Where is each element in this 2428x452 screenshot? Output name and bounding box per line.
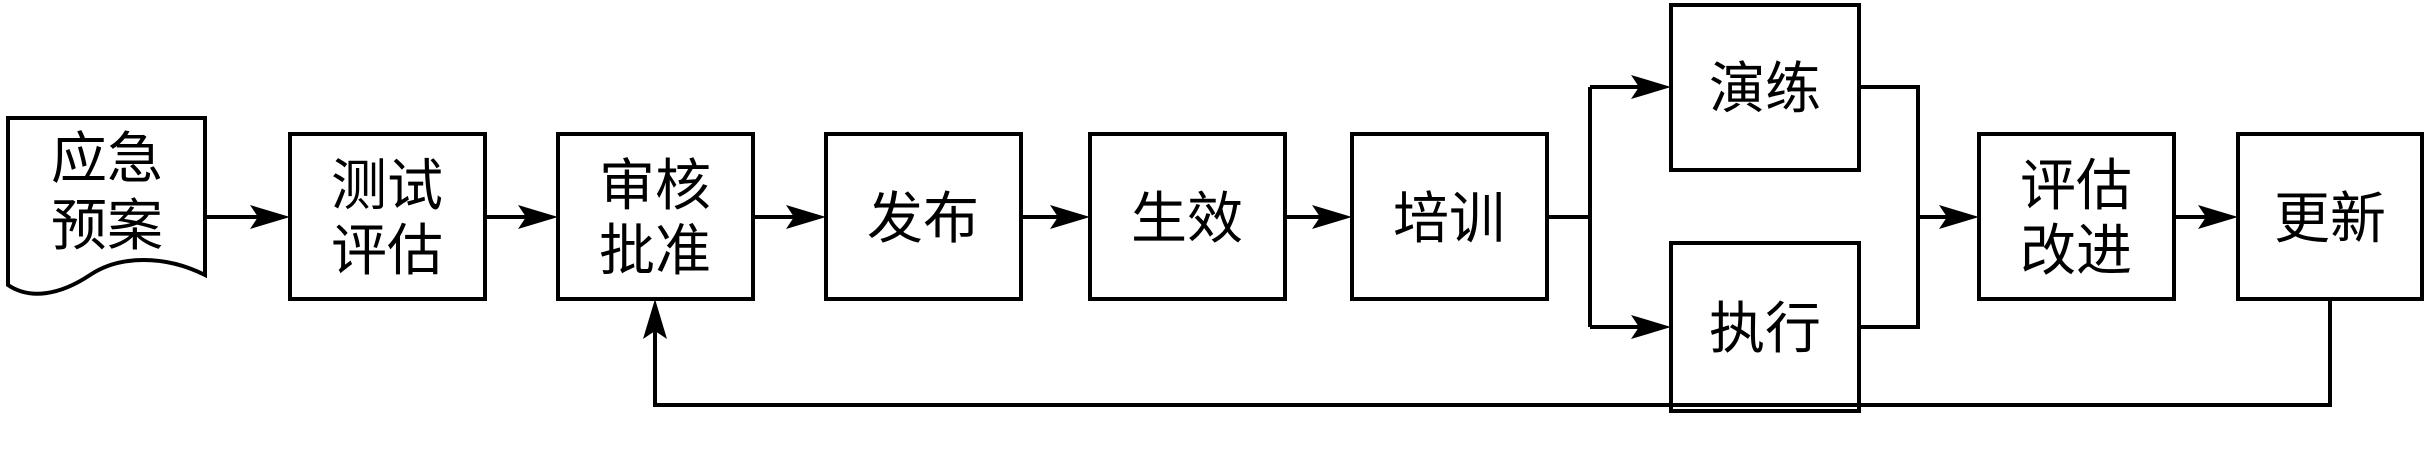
node-test: 测试 评估 [288,132,487,301]
node-update-label: 更新 [2274,187,2386,252]
node-training: 培训 [1350,132,1549,301]
edge-publish-to-effective [1021,205,1090,229]
node-execute: 执行 [1669,241,1861,413]
node-approve: 审核 批准 [556,132,755,301]
node-evaluate-label-line1: 评估 [2020,154,2132,219]
node-drill: 演练 [1669,3,1861,172]
node-approve-label-line2: 批准 [599,219,711,284]
node-test-label-line2: 评估 [331,219,443,284]
node-test-label-line1: 测试 [331,154,443,219]
edge-approve-to-publish [753,205,826,229]
node-approve-label-line1: 审核 [599,154,711,219]
node-plan-label-line2: 预案 [51,194,163,259]
node-update: 更新 [2236,132,2424,301]
node-training-label: 培训 [1393,187,1505,252]
node-evaluate-label-line2: 改进 [2020,219,2132,284]
node-execute-label: 执行 [1709,297,1821,362]
edge-effective-to-training [1285,205,1352,229]
node-publish: 发布 [824,132,1023,301]
node-effective-label: 生效 [1131,187,1243,252]
node-evaluate: 评估 改进 [1977,132,2176,301]
edge-training-to-drill [1590,75,1671,99]
edge-merge-to-evaluate [1859,85,1979,329]
node-plan: 应急 预案 [6,116,207,296]
edge-test-to-approve [485,205,558,229]
node-effective: 生效 [1088,132,1287,301]
node-drill-label: 演练 [1709,57,1821,122]
edge-training-split [1547,87,1592,327]
node-publish-label: 发布 [867,187,979,252]
edge-update-to-approve-feedback [643,299,2332,407]
edge-evaluate-to-update [2174,205,2238,229]
node-plan-label-line1: 应急 [51,127,163,192]
edge-training-to-execute [1590,315,1671,339]
edge-plan-to-test [205,205,290,229]
